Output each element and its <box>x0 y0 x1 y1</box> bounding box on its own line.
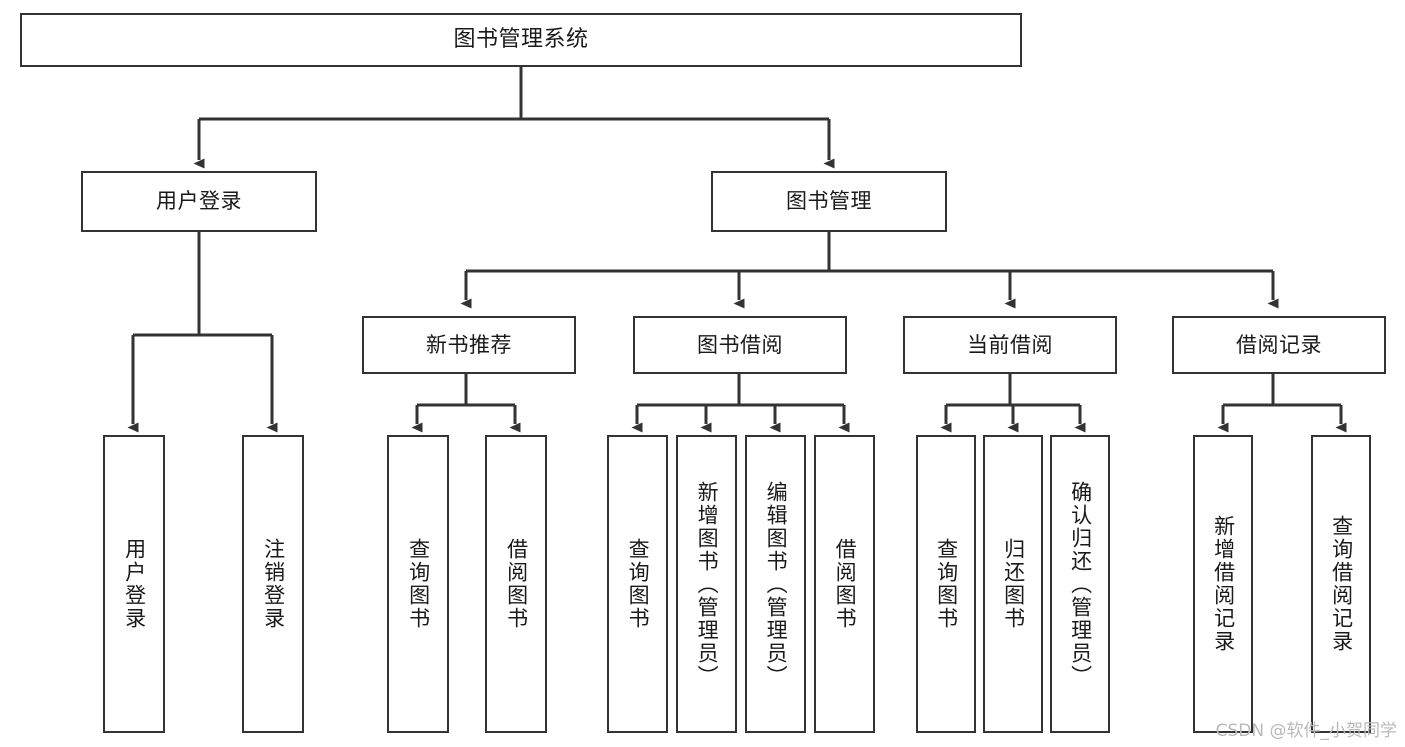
node-leaf-confirm-return-label: 确认归还（管理员） <box>1068 480 1093 688</box>
node-borrow-record-label: 借阅记录 <box>1236 332 1322 357</box>
node-current-borrow-label: 当前借阅 <box>967 332 1053 357</box>
node-leaf-edit-book[interactable]: 编辑图书（管理员） <box>745 435 806 733</box>
node-leaf-query-book-2[interactable]: 查询图书 <box>607 435 668 733</box>
node-leaf-query-book-3-label: 查询图书 <box>934 538 959 630</box>
node-leaf-borrow-book-1-label: 借阅图书 <box>504 538 529 630</box>
node-user-login[interactable]: 用户登录 <box>81 171 317 232</box>
node-leaf-logout-label: 注销登录 <box>261 538 286 630</box>
node-leaf-borrow-book-1[interactable]: 借阅图书 <box>485 435 547 733</box>
node-new-book-recommend[interactable]: 新书推荐 <box>362 316 576 374</box>
node-leaf-query-record-label: 查询借阅记录 <box>1329 515 1354 653</box>
node-current-borrow[interactable]: 当前借阅 <box>903 316 1117 374</box>
node-book-borrow[interactable]: 图书借阅 <box>633 316 847 374</box>
node-root[interactable]: 图书管理系统 <box>20 13 1022 67</box>
node-leaf-add-record-label: 新增借阅记录 <box>1211 515 1236 653</box>
node-leaf-query-book-1-label: 查询图书 <box>406 538 431 630</box>
node-book-borrow-label: 图书借阅 <box>697 332 783 357</box>
node-leaf-query-book-2-label: 查询图书 <box>626 538 651 630</box>
node-leaf-borrow-book-2-label: 借阅图书 <box>833 538 858 630</box>
node-leaf-confirm-return[interactable]: 确认归还（管理员） <box>1050 435 1110 733</box>
node-leaf-query-book-1[interactable]: 查询图书 <box>387 435 449 733</box>
node-root-label: 图书管理系统 <box>453 27 589 53</box>
node-borrow-record[interactable]: 借阅记录 <box>1172 316 1386 374</box>
node-leaf-add-book[interactable]: 新增图书（管理员） <box>676 435 737 733</box>
node-book-management[interactable]: 图书管理 <box>711 171 947 232</box>
node-book-management-label: 图书管理 <box>786 189 872 214</box>
node-leaf-user-login-label: 用户登录 <box>122 538 147 630</box>
node-leaf-add-book-label: 新增图书（管理员） <box>695 480 720 688</box>
node-leaf-query-record[interactable]: 查询借阅记录 <box>1311 435 1371 733</box>
node-leaf-return-book[interactable]: 归还图书 <box>983 435 1043 733</box>
node-leaf-borrow-book-2[interactable]: 借阅图书 <box>814 435 875 733</box>
node-leaf-logout[interactable]: 注销登录 <box>242 435 304 733</box>
node-leaf-user-login[interactable]: 用户登录 <box>103 435 165 733</box>
node-leaf-return-book-label: 归还图书 <box>1001 538 1026 630</box>
node-leaf-edit-book-label: 编辑图书（管理员） <box>764 480 789 688</box>
node-user-login-label: 用户登录 <box>156 189 242 214</box>
node-leaf-add-record[interactable]: 新增借阅记录 <box>1193 435 1253 733</box>
node-new-book-recommend-label: 新书推荐 <box>426 332 512 357</box>
node-leaf-query-book-3[interactable]: 查询图书 <box>916 435 976 733</box>
